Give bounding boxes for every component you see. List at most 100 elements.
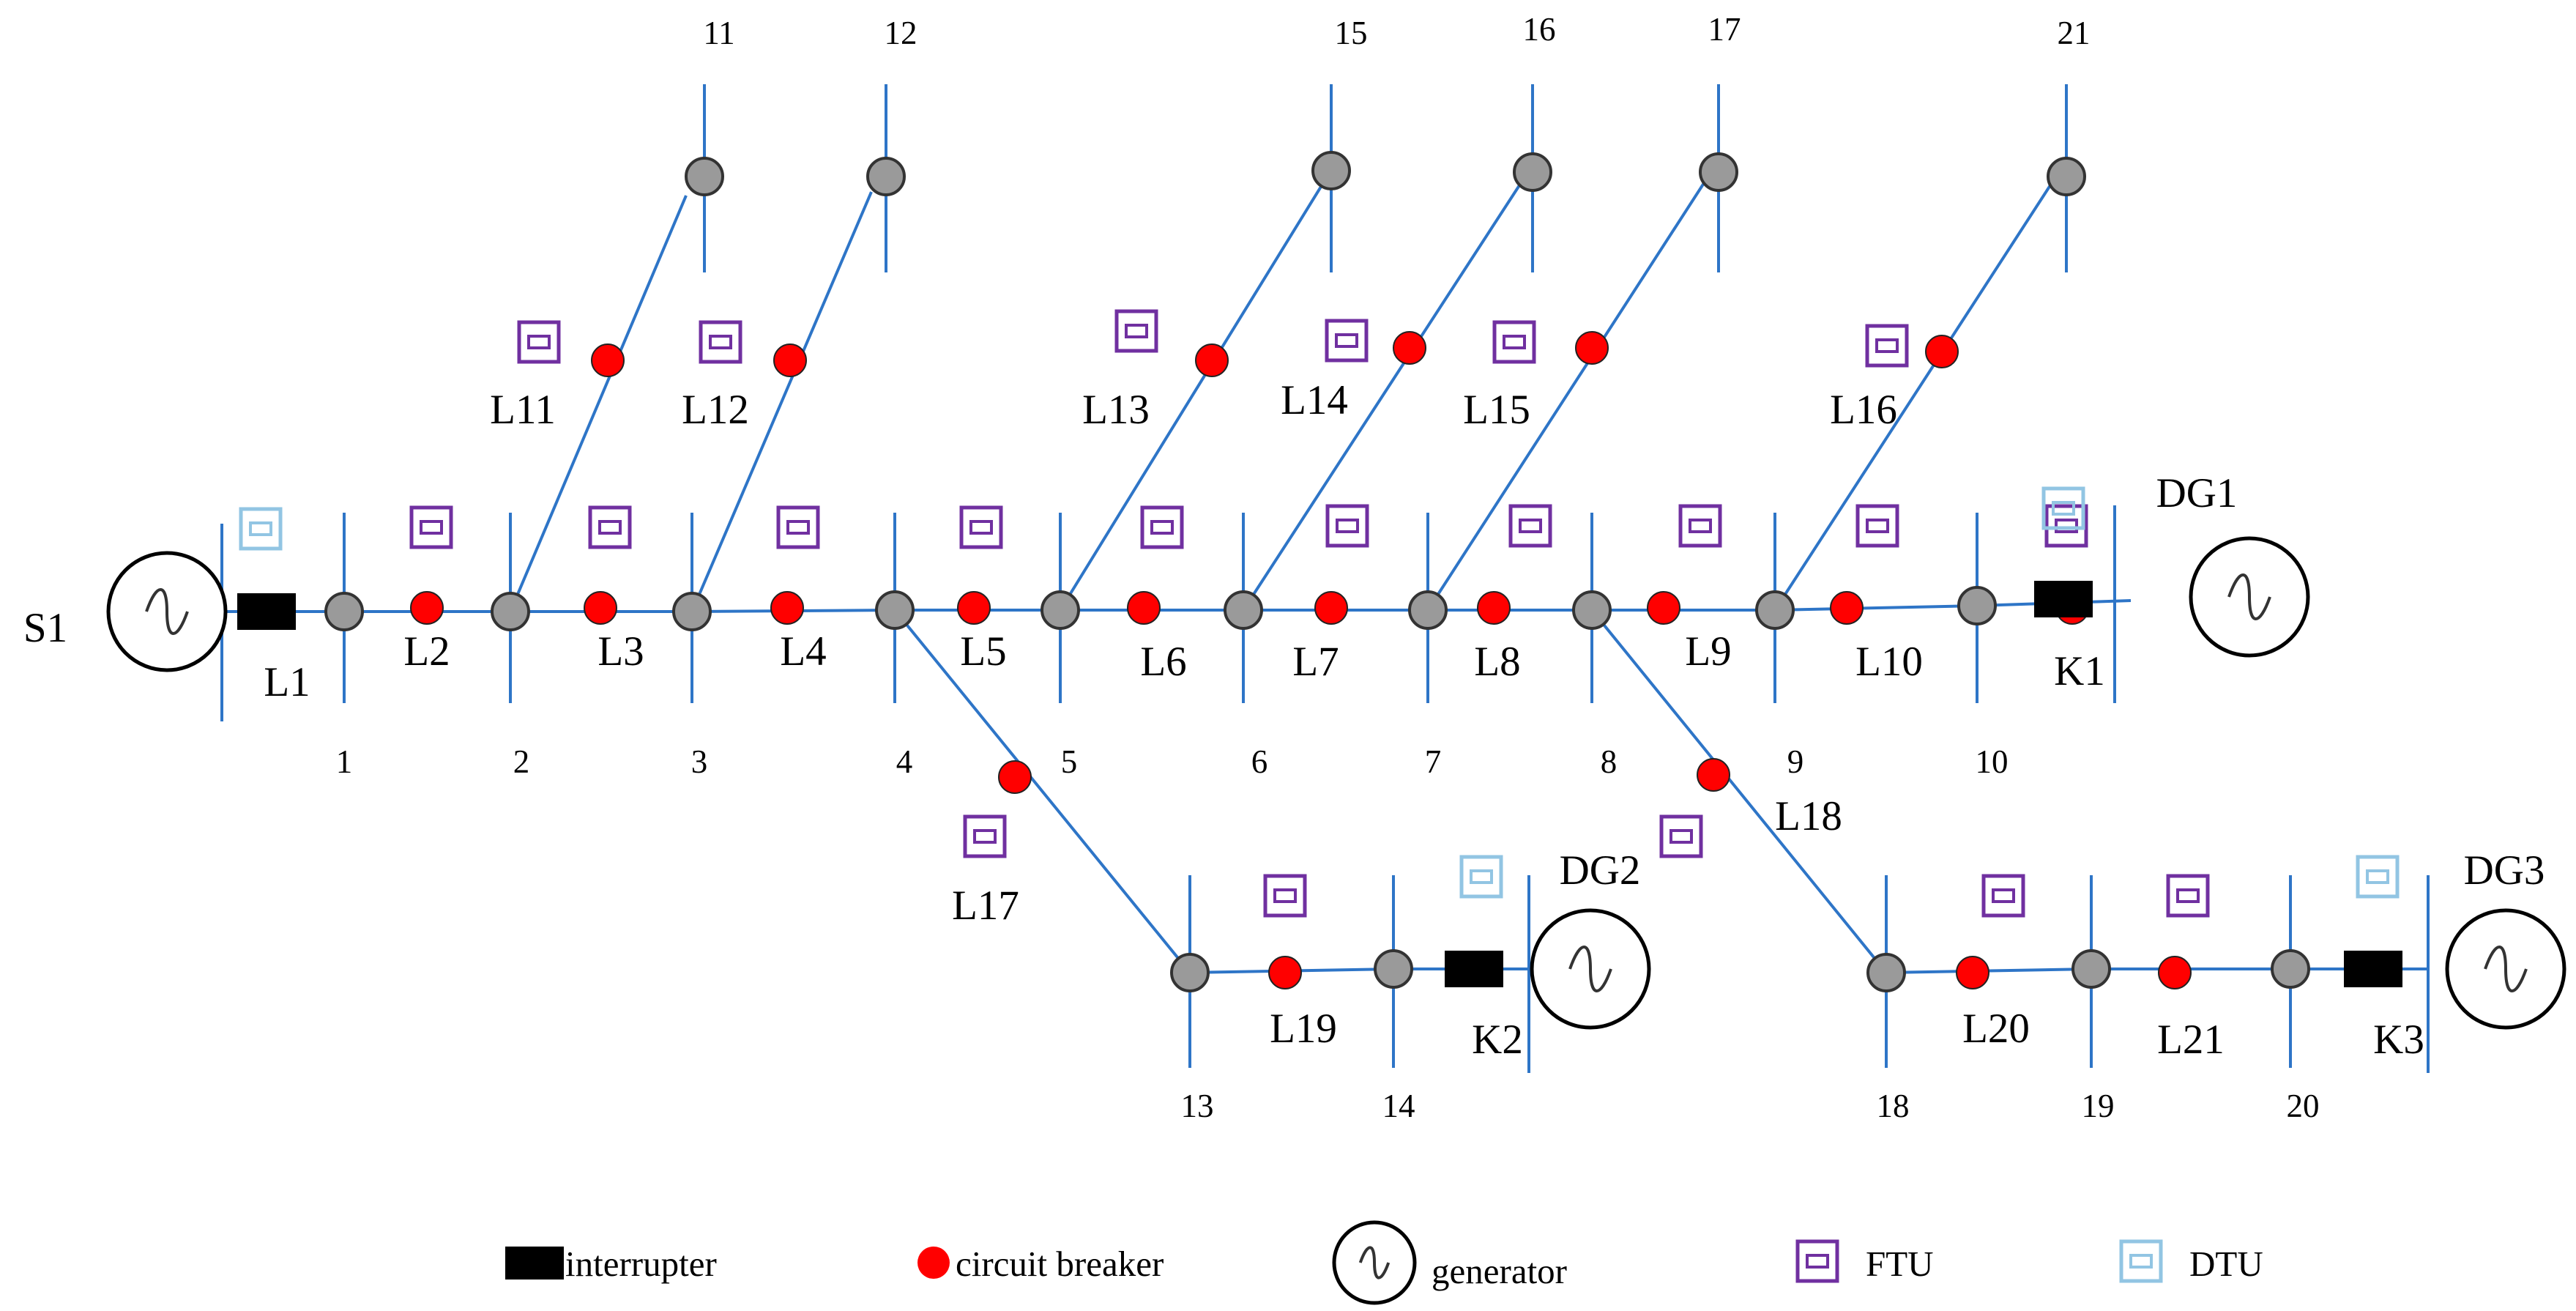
source-label-dg3: DG3 xyxy=(2464,847,2545,894)
circuit-breaker xyxy=(1697,758,1730,792)
generator-dg2 xyxy=(1530,908,1651,1030)
ftu-icon-frame xyxy=(1981,874,2025,918)
circuit-breaker xyxy=(1956,956,1989,989)
ftu-icon-screen xyxy=(1503,335,1526,349)
ftu-icon-screen xyxy=(1875,338,1899,353)
dtu-icon-frame xyxy=(239,507,283,551)
line-label-l3: L3 xyxy=(598,628,644,675)
ftu-icon xyxy=(1865,324,1909,368)
generator-dg3 xyxy=(2445,908,2566,1030)
legend-dtu-swatch xyxy=(2119,1239,2163,1283)
circuit-breaker xyxy=(998,760,1032,794)
node-label-16: 16 xyxy=(1523,11,1556,48)
bus-node xyxy=(1041,590,1080,630)
ftu-icon-screen xyxy=(2176,888,2200,903)
ftu-icon-frame xyxy=(699,320,742,364)
ftu-icon-screen xyxy=(1866,519,1889,533)
line-label-l9: L9 xyxy=(1685,628,1731,675)
circuit-breaker xyxy=(1830,591,1864,625)
ftu-icon-frame xyxy=(517,320,561,364)
circuit-breaker xyxy=(2158,956,2192,989)
feeder-line-segment xyxy=(1426,182,1705,612)
circuit-breaker xyxy=(584,591,617,625)
line-label-l11: L11 xyxy=(490,387,556,433)
circuit-breaker xyxy=(1575,331,1609,365)
ftu-icon-screen xyxy=(1336,519,1359,533)
node-label-8: 8 xyxy=(1601,743,1618,780)
ftu-icon-frame xyxy=(963,814,1007,858)
ftu-icon xyxy=(1508,504,1552,548)
ftu-icon-frame xyxy=(588,505,632,549)
bus-node xyxy=(1572,590,1612,630)
circuit-breaker xyxy=(410,591,444,625)
ftu-icon-screen xyxy=(1689,519,1712,533)
ftu-icon xyxy=(1325,504,1369,548)
dtu-icon-frame xyxy=(1459,855,1503,899)
bus-node xyxy=(1866,953,1906,992)
circuit-breaker xyxy=(591,343,625,377)
bus-node xyxy=(685,157,724,196)
bus-node xyxy=(875,590,915,630)
circuit-breaker xyxy=(1647,591,1680,625)
legend-generator-swatch-wave xyxy=(1358,1246,1391,1280)
ftu-icon-frame xyxy=(1492,320,1536,364)
bus-node xyxy=(1374,949,1413,989)
circuit-breaker xyxy=(770,591,804,625)
dtu-icon xyxy=(239,507,283,551)
ftu-icon xyxy=(1114,309,1158,353)
node-label-4: 4 xyxy=(896,743,913,780)
ftu-icon-screen xyxy=(1273,888,1297,903)
ftu-icon-screen xyxy=(969,520,993,535)
ftu-icon xyxy=(588,505,632,549)
node-label-5: 5 xyxy=(1061,743,1078,780)
node-label-6: 6 xyxy=(1251,743,1268,780)
generator-dg1 xyxy=(2189,536,2310,658)
line-label-l17: L17 xyxy=(952,883,1019,929)
ftu-icon xyxy=(963,814,1007,858)
bus-node xyxy=(672,592,712,631)
bus-node xyxy=(2071,949,2111,989)
ftu-icon-frame xyxy=(409,505,453,549)
ftu-icon-screen xyxy=(1125,324,1148,338)
terminal-units xyxy=(237,309,2402,1283)
interrupter xyxy=(1445,951,1503,987)
legend-ftu-swatch-frame xyxy=(1795,1239,1839,1283)
node-label-11: 11 xyxy=(703,15,734,51)
ftu-icon-screen xyxy=(1669,829,1693,844)
ftu-icon-screen xyxy=(598,520,622,535)
line-label-l4: L4 xyxy=(780,628,826,675)
ftu-icon xyxy=(409,505,453,549)
bus-node xyxy=(1408,590,1448,630)
bus-node xyxy=(1699,152,1738,192)
line-label-l6: L6 xyxy=(1140,639,1186,685)
interrupter xyxy=(237,593,296,630)
line-label-l14: L14 xyxy=(1281,377,1348,423)
ftu-icon xyxy=(1855,504,1899,548)
ftu-icon xyxy=(1492,320,1536,364)
bus-node xyxy=(491,592,530,631)
ftu-icon-screen xyxy=(709,335,732,349)
ftu-icon-frame xyxy=(1659,814,1703,858)
circuit-breaker xyxy=(1477,591,1511,625)
dtu-icon-frame xyxy=(2041,486,2085,530)
line-label-l8: L8 xyxy=(1474,639,1520,685)
node-label-20: 20 xyxy=(2287,1088,2320,1124)
ftu-icon xyxy=(1678,504,1722,548)
ftu-icon xyxy=(699,320,742,364)
ftu-icon xyxy=(1981,874,2025,918)
node-label-2: 2 xyxy=(513,743,530,780)
line-label-l1: L1 xyxy=(264,659,310,705)
circuit-breaker xyxy=(1195,343,1229,377)
ftu-icon xyxy=(1140,505,1184,549)
feeder-line-segment xyxy=(690,191,873,612)
ftu-icon xyxy=(1263,874,1307,918)
ftu-icon-frame xyxy=(1114,309,1158,353)
switch-label-k2: K2 xyxy=(1472,1017,1523,1063)
switch-label-k3: K3 xyxy=(2373,1017,2424,1063)
ftu-icon-frame xyxy=(1678,504,1722,548)
ftu-icon-frame xyxy=(1325,504,1369,548)
ftu-icon-screen xyxy=(1992,888,2015,903)
feeder-line-segment xyxy=(893,609,1191,974)
